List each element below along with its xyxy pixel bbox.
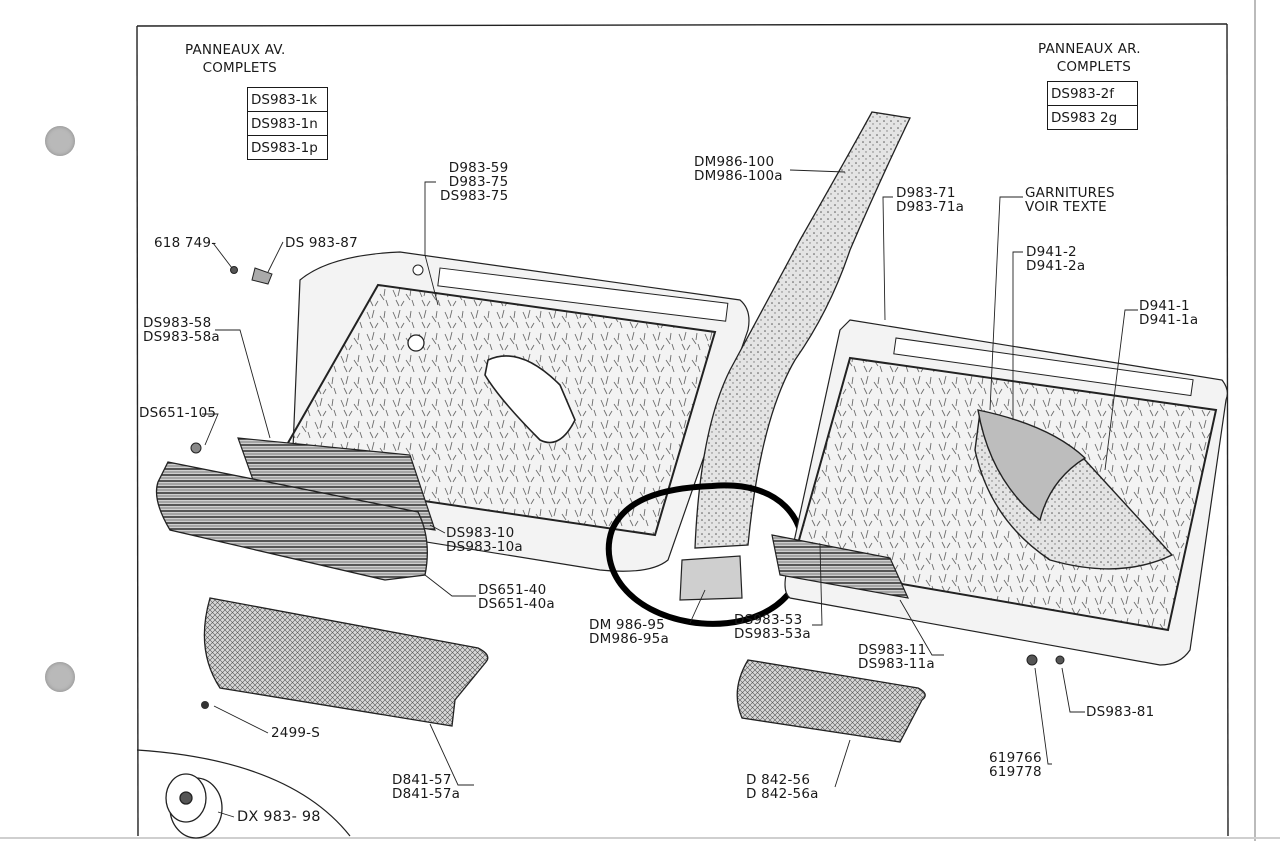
cylinder-bushing [165,773,223,839]
rear-ref-1: DS983-2f [1048,82,1137,106]
label-ds983-81: DS983-81 [1086,704,1155,720]
rear-ref-table: DS983-2f DS983 2g [1047,81,1138,130]
leader-lines [202,169,1138,818]
label-2499-s: 2499-S [271,725,320,741]
clip-part [679,555,743,601]
front-map-pocket [203,597,489,727]
pillar-trim-strip [694,111,911,549]
front-ref-table: DS983-1k DS983-1n DS983-1p [247,87,328,160]
front-ref-1: DS983-1k [248,88,327,112]
label-618749: 618 749- [154,235,217,251]
label-dx983-98: DX 983- 98 [237,809,321,825]
label-ds651-105: DS651-105 [139,405,217,421]
front-panels-title: PANNEAUX AV.COMPLETS [185,42,286,76]
rear-map-pocket [736,659,926,743]
punch-hole-top [45,126,75,156]
front-ref-3: DS983-1p [251,140,318,156]
small-fasteners [230,266,1065,666]
punch-hole-bottom [45,662,75,692]
rear-door-panel [784,319,1228,666]
front-armrest [155,437,436,581]
front-ref-2: DS983-1n [248,112,327,136]
rear-panels-title: PANNEAUX AR.COMPLETS [1038,41,1141,75]
label-ds983-87: DS 983-87 [285,235,358,251]
rear-ref-2: DS983 2g [1051,110,1118,126]
rear-armrest-strip [771,534,910,599]
